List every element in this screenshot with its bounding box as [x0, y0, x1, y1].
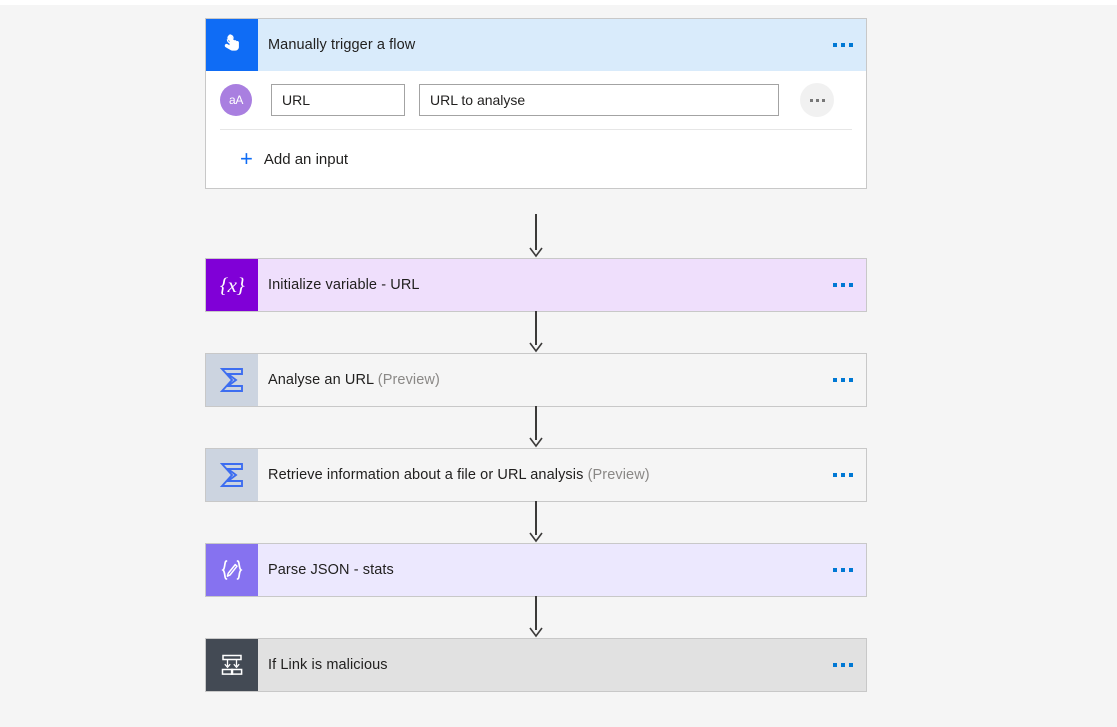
more-dot — [833, 283, 837, 287]
card-title-parse-json: Parse JSON - stats — [258, 562, 820, 578]
more-dot — [821, 98, 825, 102]
flow-step-card-condition[interactable]: If Link is malicious — [205, 638, 867, 692]
variable-braces-glyph: {x} — [219, 272, 245, 297]
trigger-card-body: aA URL URL to analyse + Add an input — [206, 71, 866, 188]
more-dot — [841, 473, 845, 477]
card-header-trigger[interactable]: Manually trigger a flow — [206, 19, 866, 71]
more-dot — [809, 98, 813, 102]
connector-arrow — [528, 311, 544, 353]
trigger-body-divider — [220, 129, 852, 130]
connector-sigma-icon — [206, 354, 258, 406]
parse-json-pencil-icon — [206, 544, 258, 596]
flow-step-card-initialize-variable[interactable]: {x} Initialize variable - URL — [205, 258, 867, 312]
input-description-value: URL to analyse — [430, 92, 526, 108]
card-more-menu-initialize-variable[interactable] — [820, 259, 866, 311]
card-title-condition: If Link is malicious — [258, 657, 820, 673]
connector-arrow — [528, 501, 544, 543]
card-title-text: Initialize variable - URL — [268, 277, 420, 293]
hand-tap-icon — [206, 19, 258, 71]
condition-branch-icon — [206, 639, 258, 691]
plus-icon: + — [240, 146, 253, 171]
flow-step-card-retrieve-information[interactable]: Retrieve information about a file or URL… — [205, 448, 867, 502]
more-dot — [841, 43, 845, 47]
connector-sigma-icon — [206, 449, 258, 501]
more-dot — [849, 568, 853, 572]
more-dot — [841, 283, 845, 287]
card-more-menu-parse-json[interactable] — [820, 544, 866, 596]
input-name-field[interactable]: URL — [271, 84, 405, 116]
card-title-retrieve-information: Retrieve information about a file or URL… — [258, 467, 820, 483]
connector-arrow — [528, 406, 544, 448]
more-dot — [841, 378, 845, 382]
avatar-label: aA — [228, 93, 244, 107]
card-more-menu-analyse-url[interactable] — [820, 354, 866, 406]
connector-arrow — [528, 596, 544, 638]
text-input-type-icon: aA — [220, 84, 252, 116]
input-row-more-menu[interactable] — [800, 83, 834, 117]
card-more-menu-retrieve-information[interactable] — [820, 449, 866, 501]
more-dot — [833, 378, 837, 382]
card-title-text: Analyse an URL — [268, 372, 374, 388]
more-dot — [841, 568, 845, 572]
more-dot — [849, 663, 853, 667]
more-dot — [849, 473, 853, 477]
flow-step-card-trigger[interactable]: Manually trigger a flow aA URL URL to an… — [205, 18, 867, 189]
more-dot — [833, 568, 837, 572]
add-an-input-button[interactable]: + Add an input — [206, 130, 866, 188]
card-title-text: If Link is malicious — [268, 657, 388, 673]
input-name-value: URL — [282, 92, 311, 108]
more-dot — [833, 473, 837, 477]
more-dot — [849, 378, 853, 382]
card-header-parse-json[interactable]: Parse JSON - stats — [206, 544, 866, 596]
more-dot — [849, 283, 853, 287]
card-title-text: Manually trigger a flow — [268, 37, 416, 53]
more-dot — [849, 43, 853, 47]
card-header-initialize-variable[interactable]: {x} Initialize variable - URL — [206, 259, 866, 311]
card-header-analyse-url[interactable]: Analyse an URL (Preview) — [206, 354, 866, 406]
preview-badge: (Preview) — [377, 372, 440, 388]
more-dot — [841, 663, 845, 667]
card-title-text: Parse JSON - stats — [268, 562, 394, 578]
connector-arrow — [528, 214, 544, 258]
more-dot — [833, 663, 837, 667]
flow-step-card-analyse-url[interactable]: Analyse an URL (Preview) — [205, 353, 867, 407]
card-more-menu-trigger[interactable] — [820, 19, 866, 71]
variable-braces-icon: {x} — [206, 259, 258, 311]
card-title-initialize-variable: Initialize variable - URL — [258, 277, 820, 293]
trigger-input-row: aA URL URL to analyse — [206, 71, 866, 129]
add-an-input-label: Add an input — [263, 150, 349, 168]
card-title-analyse-url: Analyse an URL (Preview) — [258, 372, 820, 388]
card-header-condition[interactable]: If Link is malicious — [206, 639, 866, 691]
flow-step-card-parse-json[interactable]: Parse JSON - stats — [205, 543, 867, 597]
card-more-menu-condition[interactable] — [820, 639, 866, 691]
canvas-top-strip — [0, 0, 1117, 5]
more-dot — [815, 98, 819, 102]
input-description-field[interactable]: URL to analyse — [419, 84, 779, 116]
preview-badge: (Preview) — [587, 467, 650, 483]
card-title-trigger: Manually trigger a flow — [258, 37, 820, 53]
card-title-text: Retrieve information about a file or URL… — [268, 467, 584, 483]
card-header-retrieve-information[interactable]: Retrieve information about a file or URL… — [206, 449, 866, 501]
more-dot — [833, 43, 837, 47]
